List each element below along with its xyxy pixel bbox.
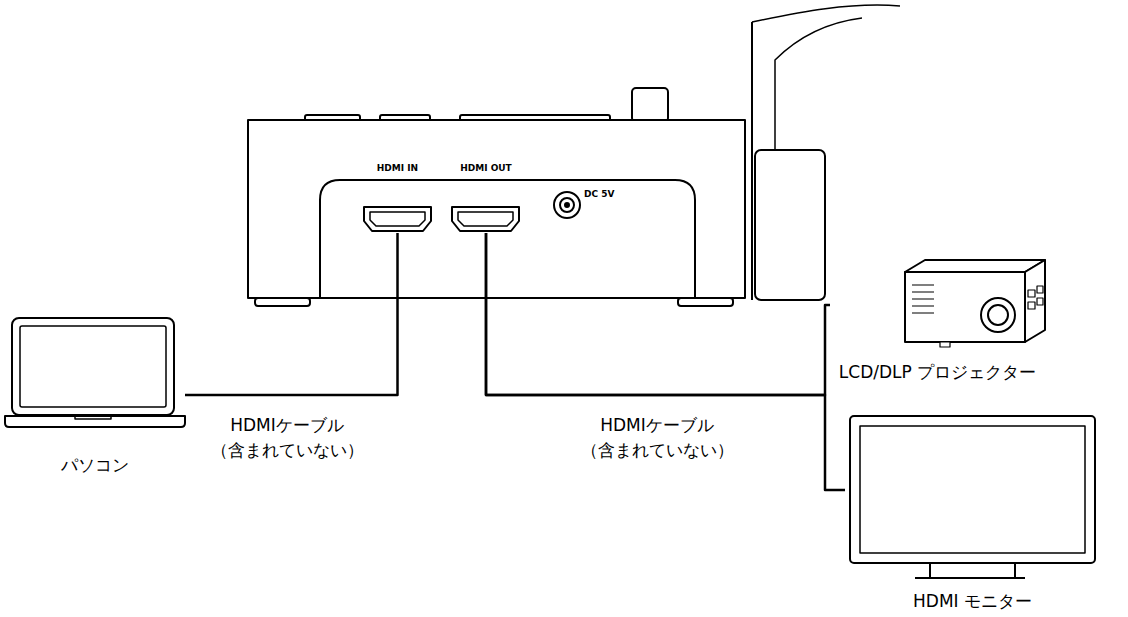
node-text: パソコン: [5, 455, 185, 476]
cable-label: HDMIケーブル （含まれていない）: [563, 413, 752, 463]
hdmi-cable: [486, 233, 830, 395]
monitor-icon: [850, 416, 1095, 578]
hdmi-cable: [486, 233, 845, 490]
camera-arm: [752, 5, 900, 300]
laptop-icon: [5, 318, 185, 427]
top-buttons: [305, 88, 668, 122]
port-label: DC 5V: [584, 189, 614, 199]
node-text: LCD/DLP プロジェクター: [830, 362, 1045, 383]
port-label: HDMI OUT: [447, 160, 525, 233]
node-text: HDMI モニター: [845, 591, 1100, 612]
projector-icon: [905, 260, 1045, 347]
node-text: HDMI IN: [360, 162, 435, 175]
node-text: HDMI OUT: [447, 162, 525, 175]
device-body: [248, 120, 745, 306]
device-label: LCD/DLP プロジェクター: [830, 258, 1045, 390]
cable-label: HDMIケーブル （含まれていない）: [193, 413, 382, 463]
port-label: HDMI IN: [360, 160, 435, 233]
dc-jack: [554, 192, 580, 218]
device-label: HDMI モニター: [845, 413, 1100, 613]
device-label: パソコン: [5, 315, 185, 485]
hdmi-port: [452, 207, 519, 231]
hdmi-port: [364, 207, 431, 231]
hdmi-cable: [185, 233, 398, 395]
